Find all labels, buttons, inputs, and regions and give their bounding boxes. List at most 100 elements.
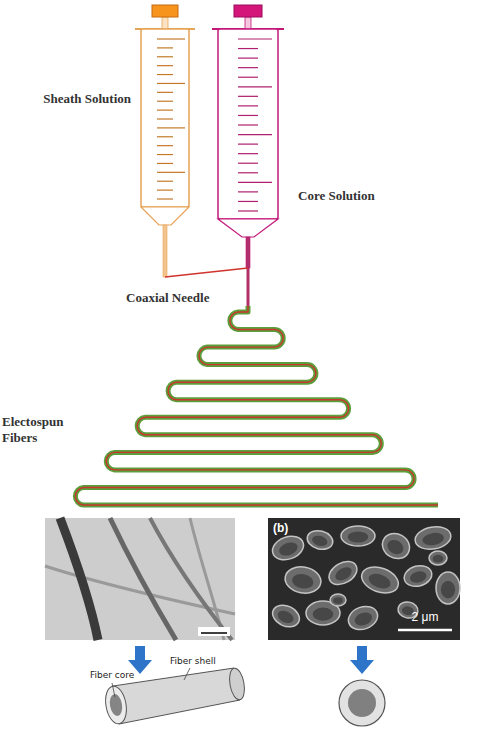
- particle-rim: [283, 564, 323, 596]
- particle-dimple: [276, 608, 296, 625]
- core-syringe: Core Solution: [212, 5, 284, 268]
- graduation-mark: [157, 101, 173, 102]
- sem-particle: [429, 551, 447, 565]
- sem-particle: [413, 524, 452, 552]
- sem-image: (b) 2 μm: [268, 518, 460, 640]
- graduation-mark: [238, 191, 258, 192]
- graduation-mark: [157, 56, 173, 57]
- graduation-mark: [157, 136, 173, 137]
- core-circle: [348, 689, 376, 717]
- graduation-mark: [157, 65, 173, 66]
- sem-particle: [402, 563, 434, 590]
- sem-particle: [436, 572, 460, 604]
- coaxial-needle: [247, 268, 250, 307]
- panel-letter: (b): [273, 521, 313, 535]
- graduation-mark: [157, 181, 173, 182]
- sem-particle: [378, 529, 414, 564]
- sem-particle: [305, 528, 335, 552]
- shell-circle: [339, 680, 385, 726]
- sem-particle: [330, 594, 346, 606]
- core-syringe-outline: [212, 5, 284, 268]
- graduation-mark: [157, 172, 185, 173]
- feed-tube: [165, 268, 248, 277]
- graduation-mark: [157, 154, 173, 155]
- particle-rim: [436, 572, 460, 604]
- fiber-end: [103, 685, 129, 726]
- particle-dimple: [422, 531, 445, 547]
- part-label: Electospun Fibers: [2, 414, 82, 445]
- fiber-spiral: [75, 306, 438, 505]
- graduation-mark: [238, 48, 258, 49]
- sem-particles: [269, 524, 460, 633]
- block-arrow: [128, 646, 152, 674]
- fiber-sheath: [75, 306, 438, 505]
- particle-dimple: [353, 610, 374, 628]
- particle-dimple: [291, 572, 315, 590]
- graduation-mark: [157, 190, 173, 191]
- particle-rim: [402, 563, 434, 590]
- fiber-core: [75, 306, 438, 505]
- particle-dimple: [367, 571, 393, 591]
- graduation-mark: [157, 74, 173, 75]
- plunger-cap: [234, 5, 262, 17]
- graduation-mark: [157, 83, 185, 84]
- graduation-mark: [238, 153, 258, 154]
- graduation-mark: [238, 201, 258, 202]
- graduation-mark: [157, 163, 173, 164]
- tem-image: [45, 518, 235, 640]
- graduation-mark: [238, 182, 272, 183]
- sem-particle: [358, 562, 402, 598]
- particle-dimple: [441, 581, 455, 599]
- graduation-mark: [157, 47, 173, 48]
- graduation-mark: [238, 144, 258, 145]
- sem-background: [268, 518, 460, 640]
- graduation-mark: [238, 172, 258, 173]
- sem-particle: [283, 564, 323, 596]
- particle-rim: [330, 594, 346, 606]
- graduation-mark: [238, 86, 272, 87]
- plunger-cap: [152, 5, 178, 17]
- particle-rim: [341, 526, 375, 546]
- sem-particle: [345, 603, 381, 634]
- syringe-barrel: [218, 29, 278, 219]
- sheath-syringe: Sheath Solution: [135, 5, 195, 277]
- graduation-mark: [238, 105, 258, 106]
- tem-scale-box: [198, 627, 230, 636]
- syringe-tip: [218, 219, 278, 237]
- syringe-label: Sheath Solution: [21, 91, 131, 107]
- fiber-cross-section: [339, 680, 385, 726]
- graduation-mark: [157, 127, 185, 128]
- tem-scale-bar: [201, 632, 227, 634]
- particle-dimple: [409, 569, 428, 584]
- part-label: Fiber shell: [170, 656, 230, 667]
- leader-line: [184, 668, 190, 680]
- syringe-nozzle: [246, 237, 250, 268]
- particle-dimple: [333, 597, 343, 604]
- graduation-mark: [238, 115, 258, 116]
- particle-rim: [305, 528, 335, 552]
- particle-dimple: [433, 555, 444, 563]
- syringe-label: Core Solution: [298, 188, 418, 204]
- graduation-mark: [238, 96, 258, 97]
- leader-line: [112, 683, 115, 697]
- graduation-mark: [157, 38, 185, 39]
- sheath-syringe-outline: [135, 5, 195, 277]
- plunger-rod: [245, 17, 251, 29]
- part-label: Coaxial Needle: [126, 290, 246, 306]
- graduation-mark: [157, 118, 173, 119]
- graduation-mark: [157, 198, 173, 199]
- particle-rim: [345, 603, 381, 634]
- scale-bar: [398, 629, 452, 632]
- part-label: Fiber core: [90, 670, 150, 681]
- particle-dimple: [385, 537, 406, 557]
- sem-particle: [325, 557, 361, 589]
- graduation-mark: [238, 210, 258, 211]
- graduation-mark: [157, 110, 173, 111]
- fiber-end: [227, 667, 246, 701]
- particle-rim: [269, 601, 303, 631]
- graduation-mark: [238, 38, 272, 39]
- plunger-rod: [162, 17, 168, 29]
- scale-label: 2 μm: [394, 610, 456, 624]
